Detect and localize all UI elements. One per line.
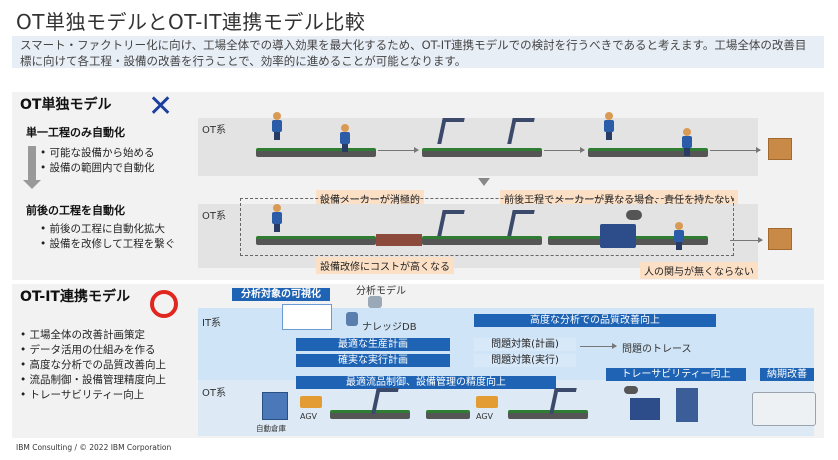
otit-bullet-5: • トレーサビリティー向上 [20,389,145,401]
traceability-box: トレーサビリティー向上 [606,368,746,381]
model-label: 分析モデル [356,286,406,297]
plan-measure-box: 問題対策(計画) [474,338,576,351]
stage1-bullets: • 可能な設備から始める • 設備の範囲内で自動化 [40,146,155,176]
stage2-label: 前後の工程を自動化 [26,204,125,217]
flow-control-box: 最適流品制御、設備管理の精度向上 [296,376,556,389]
ot-lane-1 [198,118,758,176]
package-icon [768,138,792,160]
conveyor-2b [422,236,542,245]
down-arrow-small [478,178,490,186]
worker-icon [340,124,350,152]
package-icon [768,228,792,250]
note-retrofit-cost: 設備改修にコストが高くなる [316,257,454,274]
flow-arrow-3 [710,147,761,153]
dashboard-icon [282,304,332,330]
stage2-bullets: • 前後の工程に自動化拡大 • 設備を改修して工程を繋ぐ [40,222,175,252]
warehouse-icon [262,392,288,420]
truck-icon [752,392,816,426]
viz-label: 分析対象の可視化 [232,288,330,301]
reliable-exec-box: 確実な実行計画 [296,354,450,367]
flow-arrow-1 [378,147,419,153]
down-arrow-icon [28,146,36,180]
conveyor-1a [256,148,376,157]
high-analysis-box: 高度な分析での品質改善向上 [474,314,716,327]
kdb-label: ナレッジDB [362,322,417,333]
otit-bullet-4: • 流品制御・設備管理精度向上 [20,374,167,386]
delivery-box: 納期改善 [760,368,814,381]
flow-arrow-4 [730,237,763,243]
ot-model-heading: OT単独モデル [20,97,112,113]
ot-lane-2-label: OT系 [202,211,226,222]
conveyor-1b [422,148,542,157]
agv-icon [476,396,498,408]
circle-icon [150,290,178,318]
footer-copyright: IBM Consulting / © 2022 IBM Corporation [16,443,172,452]
automated-zone [240,198,734,256]
stage2-bullet-2: • 設備を改修して工程を繋ぐ [40,238,176,250]
camera-icon [624,386,638,394]
down-arrow-head [23,180,41,189]
stage1-bullet-1: • 可能な設備から始める [40,147,155,159]
conveyor-1c [588,148,708,157]
machine-icon [676,388,698,422]
exec-measure-box: 問題対策(実行) [474,354,576,367]
cross-icon: ✕ [148,89,174,124]
conveyor-3a [330,410,410,419]
it-lane-label: IT系 [202,318,222,329]
database-icon [346,312,358,326]
conveyor-3c [508,410,588,419]
stage1-label: 単一工程のみ自動化 [26,126,125,139]
otit-model-heading: OT-IT連携モデル [20,289,130,305]
machine-icon [630,398,660,420]
ai-model-icon [368,296,382,308]
otit-bullet-2: • データ活用の仕組みを作る [20,344,156,356]
worker-icon [674,222,684,250]
otit-bullet-3: • 高度な分析での品質改善向上 [20,359,167,371]
worker-icon [272,112,282,140]
conveyor-2a [256,236,376,245]
intro-text: スマート・ファクトリー化に向け、工場全体での導入効果を最大化するため、OT-IT… [12,36,824,68]
stage1-bullet-2: • 設備の範囲内で自動化 [40,162,155,174]
worker-icon [272,204,282,232]
worker-icon [682,128,692,156]
conveyor-link [376,234,422,246]
conveyor-3b [426,410,470,419]
ot-lane-3-label: OT系 [202,388,226,399]
worker-icon [604,112,614,140]
otit-bullet-1: • 工場全体の改善計画策定 [20,329,146,341]
ot-lane-3 [198,380,814,436]
ot-lane-1-label: OT系 [202,125,226,136]
stage2-bullet-1: • 前後の工程に自動化拡大 [40,223,166,235]
agv-label-1: AGV [300,412,318,421]
trace-arrow [580,343,617,349]
camera-icon [626,210,642,220]
warehouse-label: 自動倉庫 [256,424,286,433]
agv-icon [300,396,322,408]
optimal-plan-box: 最適な生産計画 [296,338,450,351]
note-human-involvement: 人の関与が無くならない [640,262,758,279]
otit-bullets: • 工場全体の改善計画策定 • データ活用の仕組みを作る • 高度な分析での品質… [20,328,166,403]
flow-arrow-2 [544,147,585,153]
machine-icon [600,224,636,248]
trace-label: 問題のトレース [622,344,692,355]
agv-label-2: AGV [476,412,494,421]
page-title: OT単独モデルとOT-IT連携モデル比較 [16,10,366,34]
